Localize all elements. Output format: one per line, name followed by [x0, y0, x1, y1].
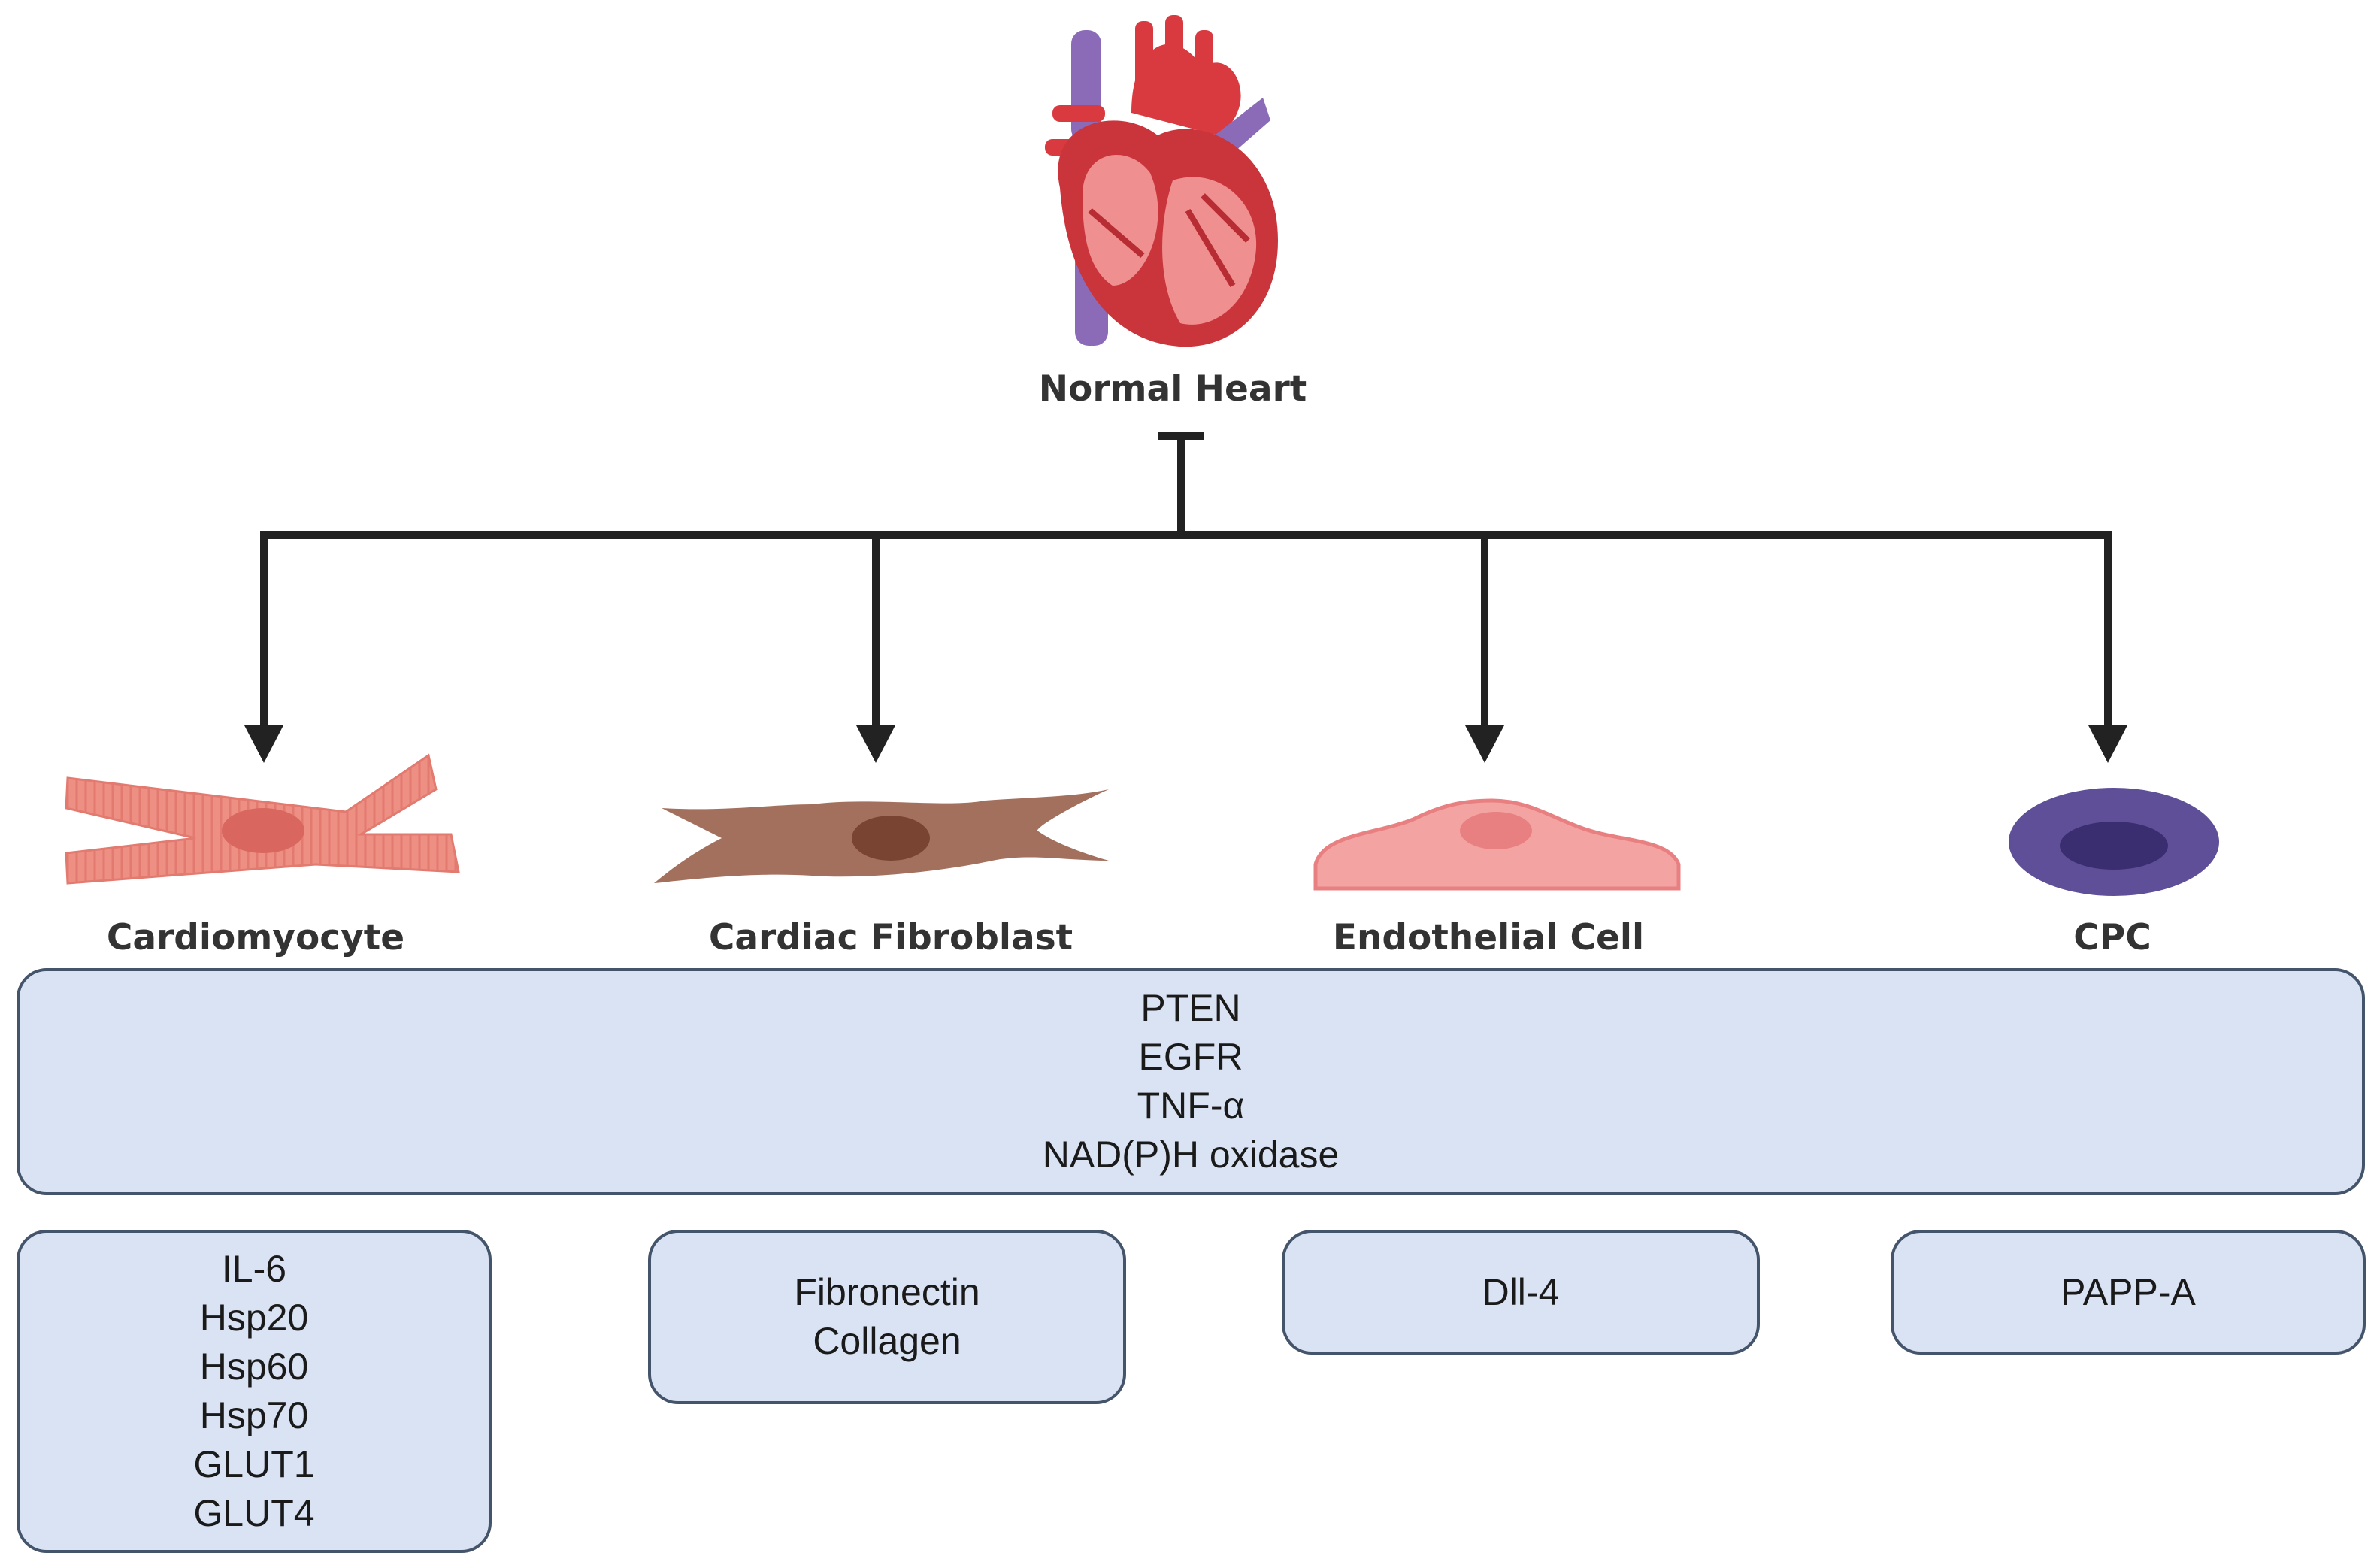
fibroblast-targets-box: Fibronectin Collagen	[648, 1230, 1126, 1404]
arrowhead-cardiomyocyte	[244, 725, 283, 763]
shared-item: EGFR	[1138, 1036, 1243, 1078]
heart-anatomy-icon	[1045, 15, 1278, 347]
arrowhead-endothelial	[1465, 725, 1504, 763]
arrowheads	[244, 725, 2127, 763]
fibroblast-item: Fibronectin	[794, 1271, 980, 1313]
cpc-cell-icon	[2009, 788, 2219, 896]
shared-item: PTEN	[1140, 987, 1241, 1029]
shared-item: TNF-α	[1137, 1085, 1245, 1127]
normal-heart-label: Normal Heart	[1038, 368, 1307, 410]
endothelial-cell-icon	[1313, 798, 1681, 891]
arrowhead-fibroblast	[856, 725, 895, 763]
cardiomyocyte-item: IL-6	[221, 1248, 287, 1290]
cardiomyocyte-item: GLUT4	[193, 1492, 315, 1534]
cardiomyocyte-item: Hsp20	[199, 1297, 309, 1339]
cell-label-cardiomyocyte: Cardiomyocyte	[106, 917, 405, 958]
cell-label-endothelial: Endothelial Cell	[1332, 917, 1645, 958]
connector-lines	[260, 432, 2112, 729]
cardiomyocyte-item: GLUT1	[193, 1443, 315, 1485]
shared-item: NAD(P)H oxidase	[1042, 1134, 1340, 1176]
endothelial-item: Dll-4	[1482, 1270, 1560, 1313]
cpc-targets-box: PAPP-A	[1891, 1230, 2366, 1355]
arrowhead-cpc	[2088, 725, 2127, 763]
cardiomyocyte-item: Hsp60	[199, 1346, 309, 1388]
endothelial-targets-box: Dll-4	[1282, 1230, 1760, 1355]
fibroblast-icon	[654, 789, 1109, 883]
cell-label-cpc: CPC	[2073, 917, 2151, 958]
cell-label-fibroblast: Cardiac Fibroblast	[708, 917, 1073, 958]
cardiomyocyte-targets-box: IL-6 Hsp20 Hsp60 Hsp70 GLUT1 GLUT4	[17, 1230, 492, 1553]
fibroblast-item: Collagen	[813, 1320, 961, 1362]
shared-targets-box: PTEN EGFR TNF-α NAD(P)H oxidase	[17, 968, 2365, 1195]
cpc-item: PAPP-A	[2061, 1270, 2196, 1313]
cardiomyocyte-icon	[65, 753, 460, 885]
cardiomyocyte-item: Hsp70	[199, 1394, 309, 1436]
